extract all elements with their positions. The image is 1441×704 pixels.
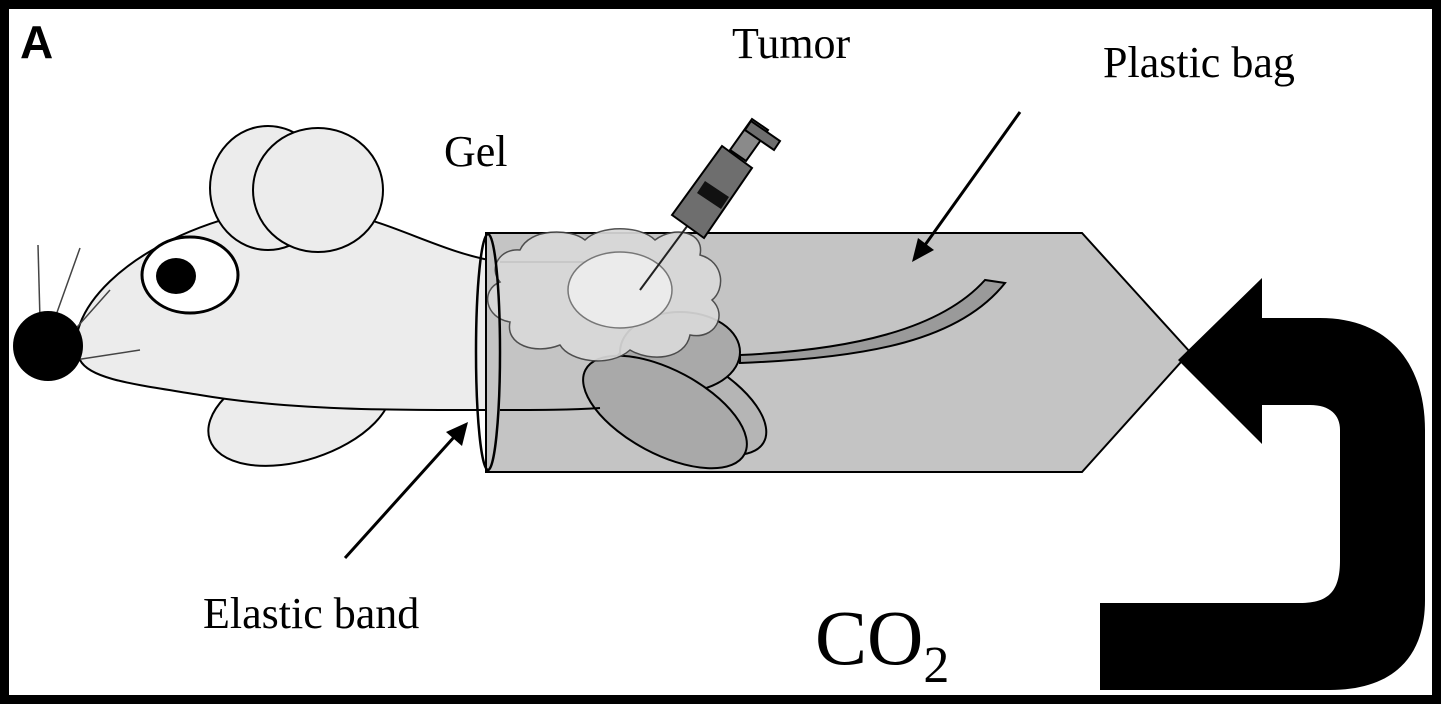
gel-label: Gel	[444, 127, 508, 176]
co2-label: CO2	[815, 594, 949, 694]
mouse	[13, 125, 501, 467]
co2-label-main: CO	[815, 594, 923, 681]
tumor-label: Tumor	[732, 19, 851, 68]
elastic-band	[474, 232, 502, 472]
mouse-nose	[13, 311, 83, 381]
mouse-pupil	[156, 258, 196, 294]
mouse-ear-front	[252, 127, 384, 253]
elastic-band-label: Elastic band	[203, 589, 419, 638]
tumor	[567, 251, 673, 329]
mouse-back-leg-near	[582, 354, 748, 470]
syringe-band	[697, 181, 729, 209]
syringe-cap	[743, 119, 782, 152]
syringe-needle	[639, 224, 689, 291]
co2-flow-arrow	[1100, 278, 1425, 690]
syringe	[639, 117, 782, 291]
plastic-bag-label: Plastic bag	[1103, 38, 1295, 87]
elastic-band-arrow	[343, 422, 468, 560]
panel-label: A	[20, 16, 53, 68]
mouse-tail	[739, 278, 1007, 365]
plastic-bag-arrow	[912, 111, 1022, 262]
co2-label-subscript: 2	[923, 637, 949, 694]
